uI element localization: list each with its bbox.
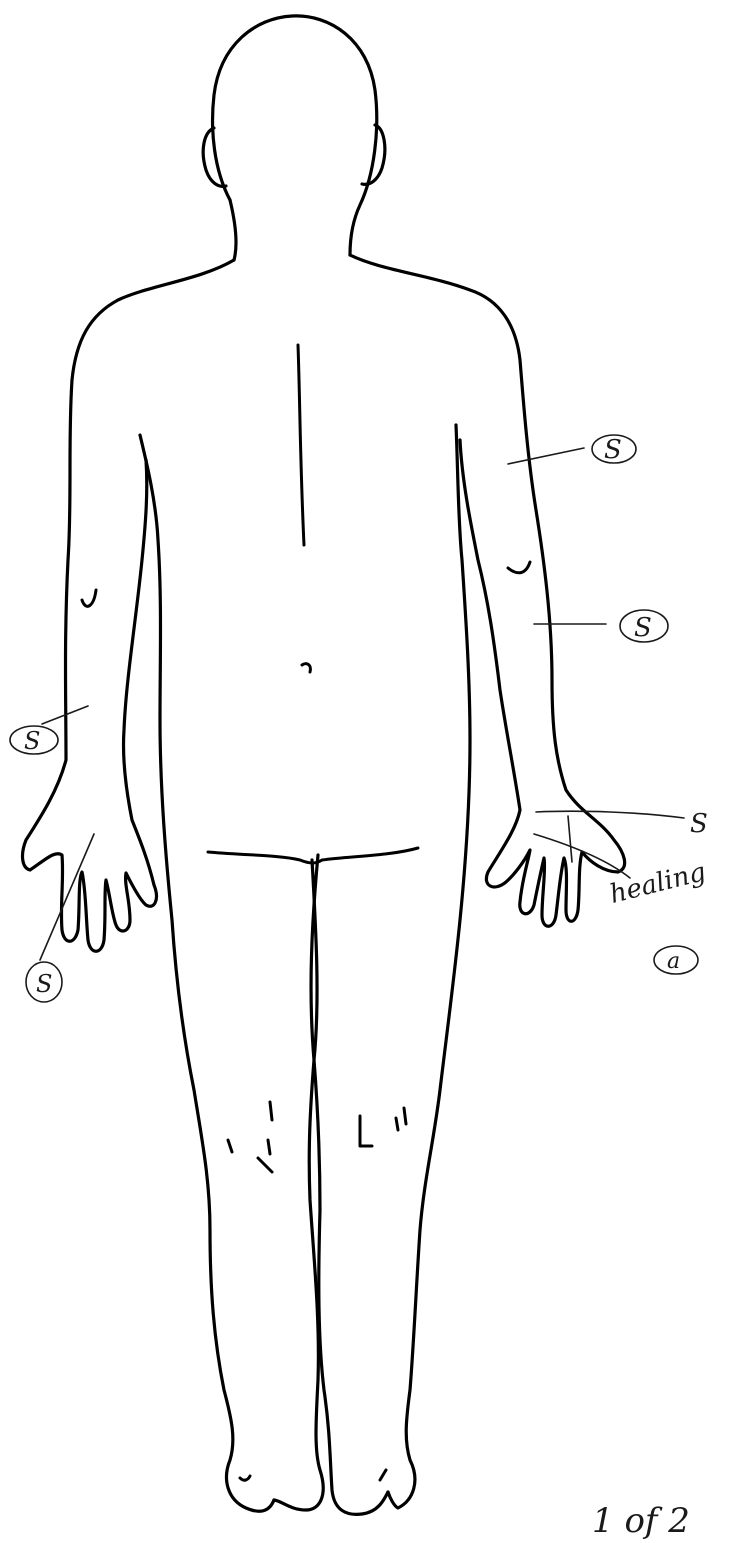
left-elbow-mark bbox=[82, 590, 96, 606]
page-number: 1 of 2 bbox=[592, 1501, 690, 1541]
label-right-forearm: S bbox=[634, 613, 652, 643]
right-knee-mark-1 bbox=[360, 1116, 372, 1146]
right-thumb-scar bbox=[568, 816, 572, 862]
spine-line bbox=[298, 345, 304, 545]
label-right-upper-arm: S bbox=[604, 435, 622, 465]
label-right-hand-healing: healing bbox=[607, 857, 709, 910]
right-elbow-mark bbox=[508, 562, 530, 573]
left-inner-leg bbox=[274, 860, 323, 1510]
left-arm-outline bbox=[23, 260, 234, 951]
label-right-hand-healing-code: a bbox=[667, 949, 680, 974]
right-knee-mark-2 bbox=[404, 1108, 406, 1124]
left-torso bbox=[140, 435, 274, 1511]
label-left-hand: S bbox=[36, 970, 52, 998]
right-foot-mark bbox=[380, 1470, 386, 1480]
label-left-forearm: S bbox=[24, 727, 40, 755]
left-foot-mark bbox=[240, 1476, 250, 1480]
gluteal-cleft bbox=[302, 664, 310, 672]
neck-left bbox=[230, 200, 236, 260]
label-right-hand: S bbox=[690, 809, 708, 839]
head-outline bbox=[213, 16, 377, 255]
right-inner-leg bbox=[311, 855, 388, 1514]
left-knee-mark-4 bbox=[268, 1140, 270, 1154]
left-knee-mark-1 bbox=[270, 1102, 272, 1120]
leader-right-upper-arm bbox=[508, 448, 584, 464]
right-arm-outline bbox=[350, 255, 625, 926]
right-knee-mark-3 bbox=[396, 1118, 398, 1130]
left-knee-mark-2 bbox=[228, 1140, 232, 1152]
leader-right-hand bbox=[536, 811, 684, 818]
left-knee-mark-3 bbox=[258, 1158, 272, 1172]
right-torso bbox=[388, 425, 470, 1508]
